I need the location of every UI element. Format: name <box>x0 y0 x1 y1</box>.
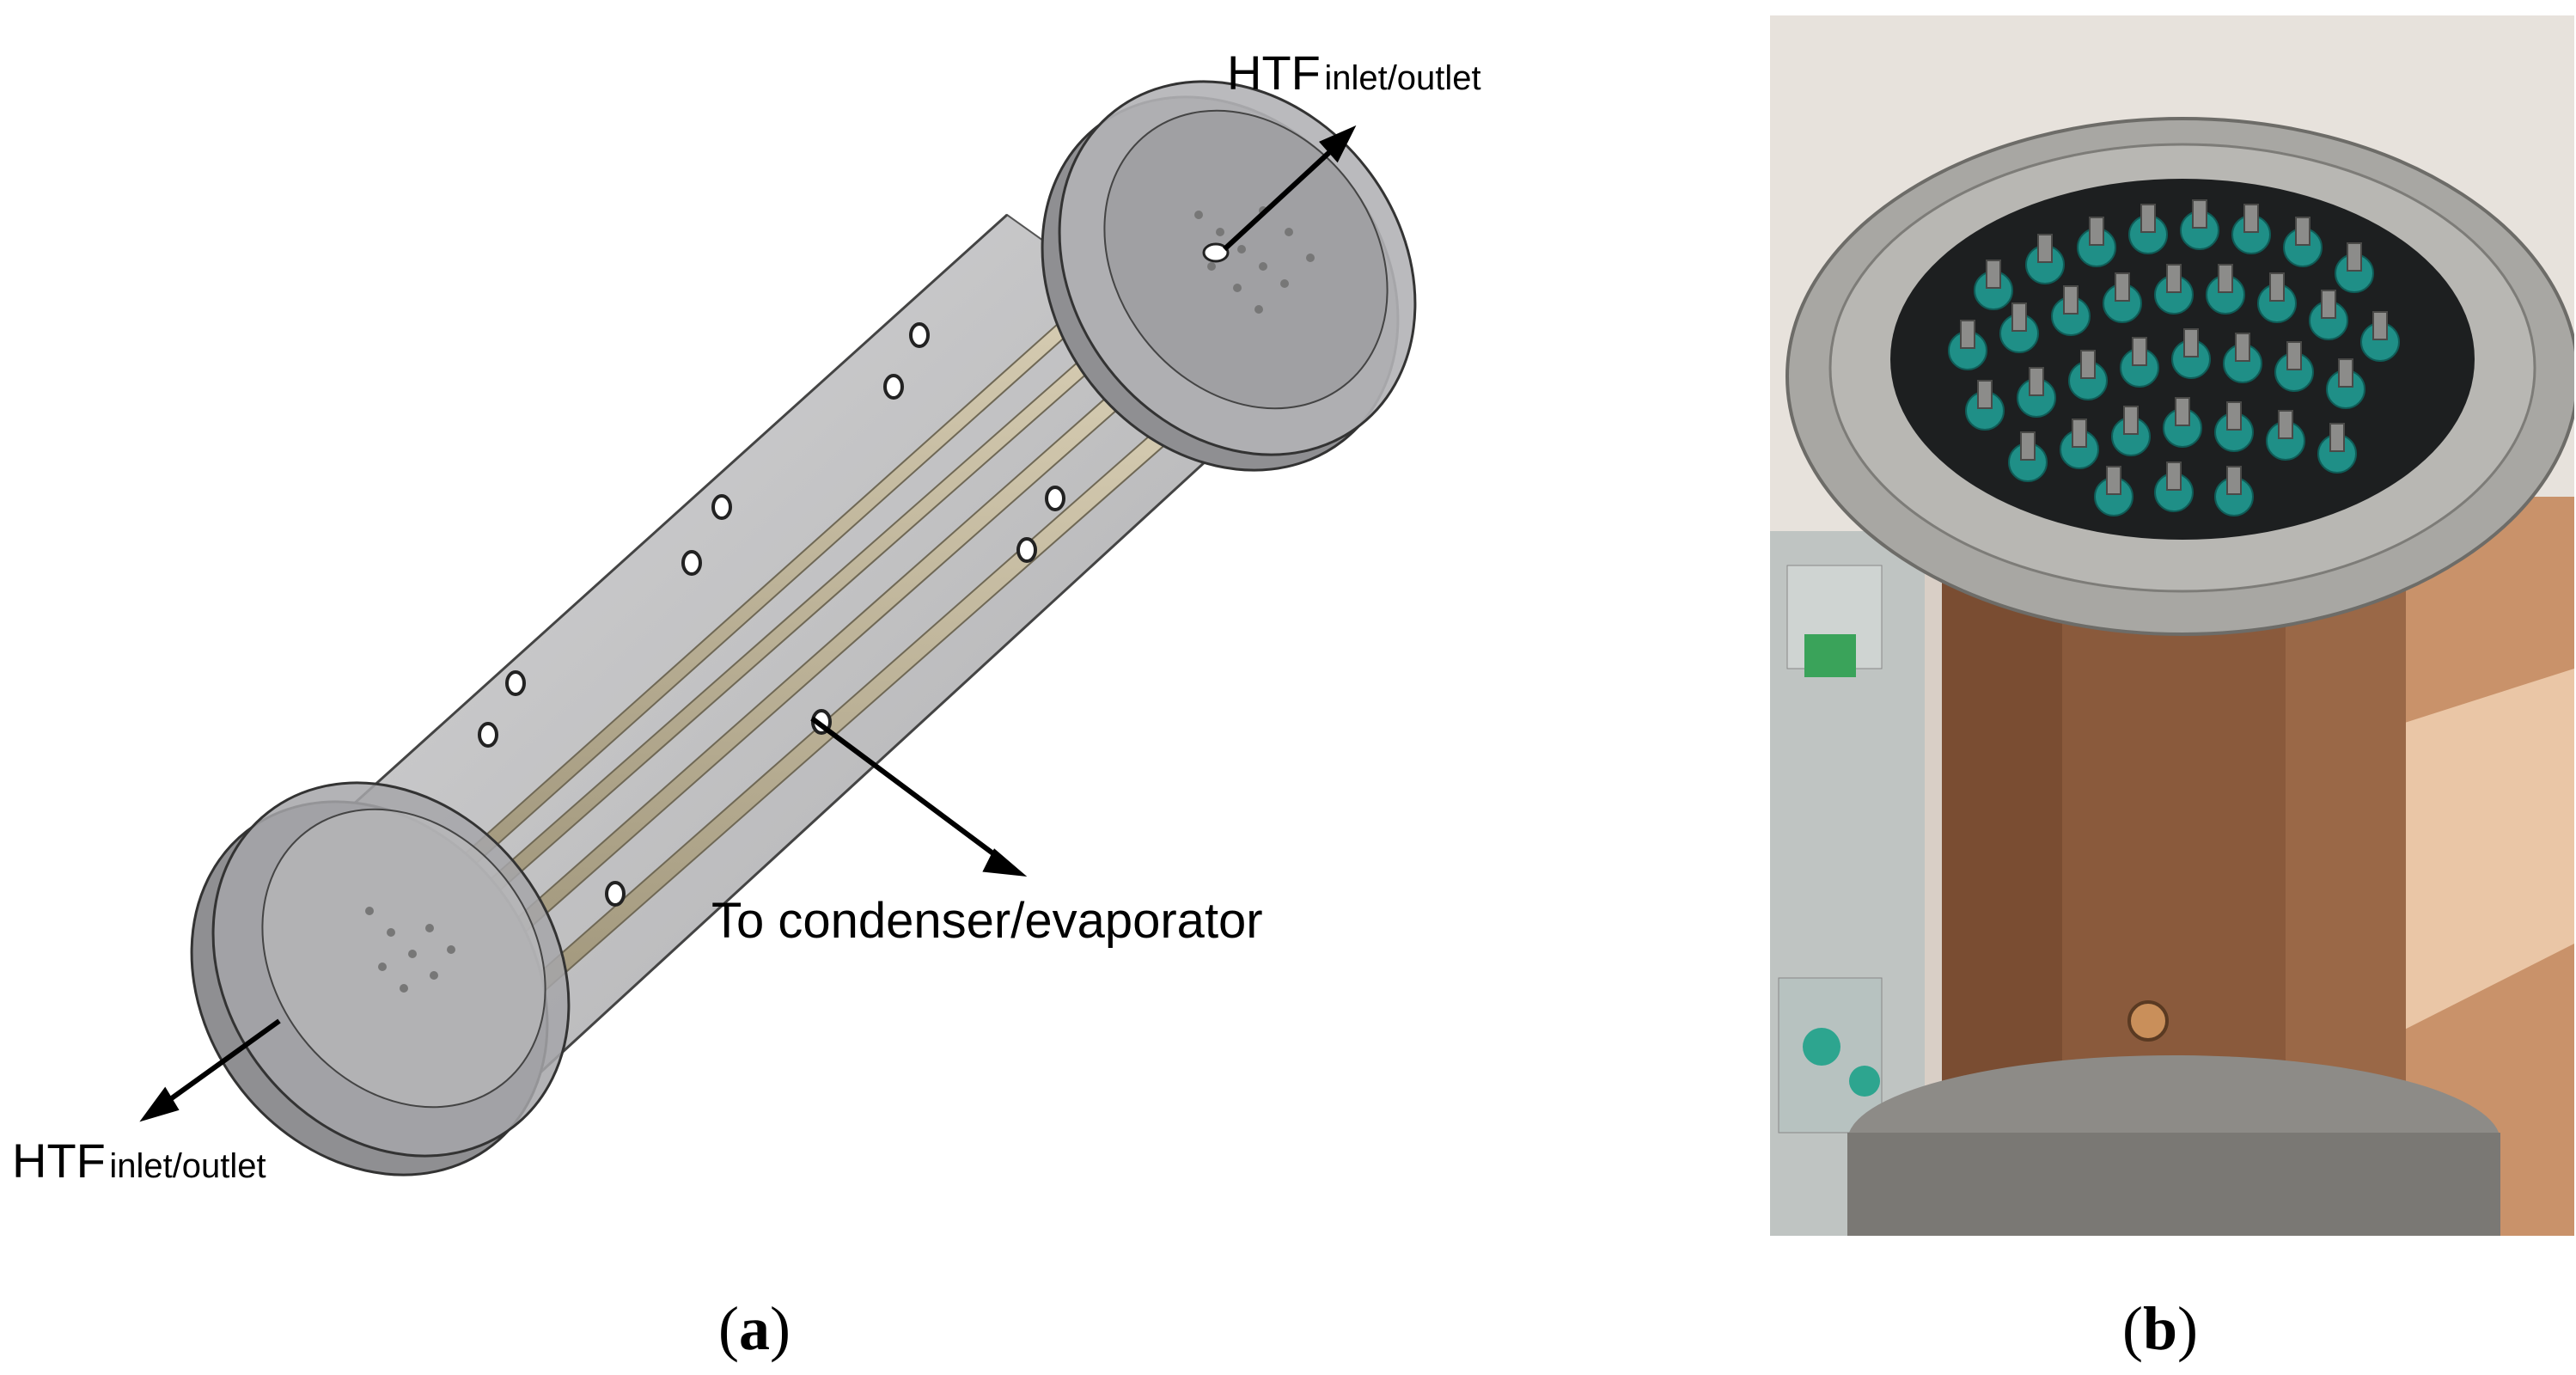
top-outlet-opening <box>1202 242 1230 263</box>
photo-panel <box>1770 15 2576 1236</box>
bottom-flange <box>190 781 571 1176</box>
htf-top-main: HTF <box>1227 46 1321 100</box>
htf-top-label: HTF inlet/outlet <box>1227 45 1481 101</box>
condenser-arrow <box>810 716 1003 862</box>
condenser-evaporator-label: To condenser/evaporator <box>711 893 1263 949</box>
htf-bottom-label: HTF inlet/outlet <box>12 1133 266 1189</box>
condenser-arrowhead <box>982 848 1028 877</box>
finned-tubes <box>1948 199 2400 516</box>
htf-bottom-arrow <box>162 1018 281 1107</box>
side-port <box>2127 1000 2169 1042</box>
caption-b: (b) <box>2122 1294 2199 1363</box>
caption-a: (a) <box>718 1294 791 1363</box>
flow-arrows <box>139 125 1357 1122</box>
cad-drawing-panel: HTF inlet/outlet HTF inlet/outlet To con… <box>12 45 1481 1189</box>
top-flange <box>1041 80 1417 472</box>
htf-top-arrowhead <box>1319 125 1357 163</box>
htf-bottom-main: HTF <box>12 1134 106 1188</box>
internal-tubes <box>394 308 1199 1048</box>
heat-exchanger-cad-illustration <box>139 80 1417 1176</box>
htf-bottom-arrowhead <box>139 1086 180 1122</box>
htf-top-sub: inlet/outlet <box>1324 59 1481 97</box>
htf-top-arrow <box>1222 144 1339 252</box>
heat-exchanger-photo <box>1770 15 2576 1236</box>
htf-bottom-sub: inlet/outlet <box>109 1147 266 1185</box>
